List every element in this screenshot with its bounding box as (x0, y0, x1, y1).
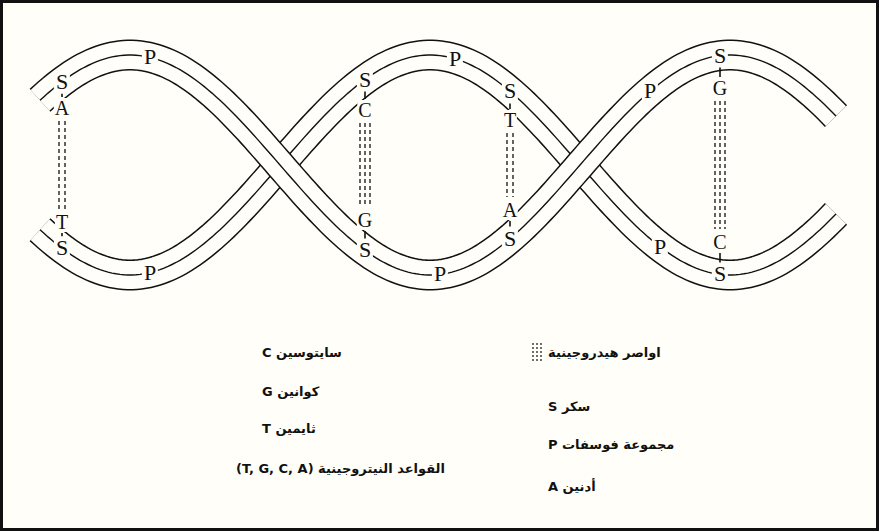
legend-text: كوانين G (262, 385, 319, 398)
hydrogen-bond (64, 121, 65, 209)
legend-text: اواصر هيدروجينية (548, 346, 661, 359)
legend-text: مجموعة فوسفات P (548, 438, 674, 451)
hydrogen-bond (369, 123, 370, 207)
sugar-base-link (364, 92, 366, 100)
strand-letter: P (447, 48, 463, 70)
strand-outline (40, 55, 836, 275)
legend-text: أدنين A (548, 480, 596, 493)
strand-letter: S (54, 237, 70, 259)
strand-letter: P (142, 262, 158, 284)
legend-text: ثايمين T (262, 422, 316, 435)
hydrogen-bond (58, 121, 59, 209)
strand-letter: P (652, 236, 668, 258)
base-letter: G (357, 210, 373, 230)
bond-dash (540, 343, 541, 361)
strand-letter: S (502, 228, 518, 250)
sugar-base-link (364, 231, 366, 238)
strand-fill (40, 55, 836, 275)
strand-outline (40, 55, 836, 275)
base-letter: T (503, 110, 517, 130)
hydrogen-bond-symbol (533, 343, 541, 361)
strand-fill (40, 55, 836, 275)
sugar-base-link (61, 233, 63, 236)
sugar-base-link (719, 253, 721, 262)
base-letter: A (502, 200, 518, 220)
strand-letter: P (642, 80, 658, 102)
sugar-base-link (509, 103, 511, 109)
base-letter: T (55, 212, 69, 232)
legend-text: القواعد النيتروجينية (T, G, C, A) (236, 462, 445, 475)
hydrogen-bond (512, 133, 513, 197)
hydrogen-bond (364, 123, 365, 207)
hydrogen-bond (724, 101, 725, 229)
hydrogen-bond (506, 133, 507, 197)
base-letter: A (54, 98, 70, 118)
strand-letter: S (502, 80, 518, 102)
hydrogen-bond (714, 101, 715, 229)
legend-text: سكر S (548, 400, 590, 413)
base-pair-bonds (59, 68, 725, 263)
base-letter: G (712, 78, 728, 98)
strand-midline (40, 55, 836, 275)
legend-text: سايتوسين C (262, 346, 342, 359)
hydrogen-bond (359, 123, 360, 207)
bond-dash (532, 343, 533, 361)
strand-letter: P (142, 46, 158, 68)
base-letter: C (712, 232, 727, 252)
strand-midline (40, 55, 836, 275)
strand-letter: S (54, 71, 70, 93)
hydrogen-bond (719, 101, 720, 229)
base-letter: C (357, 100, 372, 120)
strand-letter: S (357, 239, 373, 261)
sugar-base-link (61, 94, 63, 97)
strand-letter: S (712, 263, 728, 285)
bond-dash (536, 343, 537, 361)
strand-letter: S (357, 69, 373, 91)
sugar-base-link (509, 221, 511, 227)
sugar-base-link (719, 68, 721, 77)
strand-letter: S (712, 45, 728, 67)
strand-letter: P (432, 263, 448, 285)
